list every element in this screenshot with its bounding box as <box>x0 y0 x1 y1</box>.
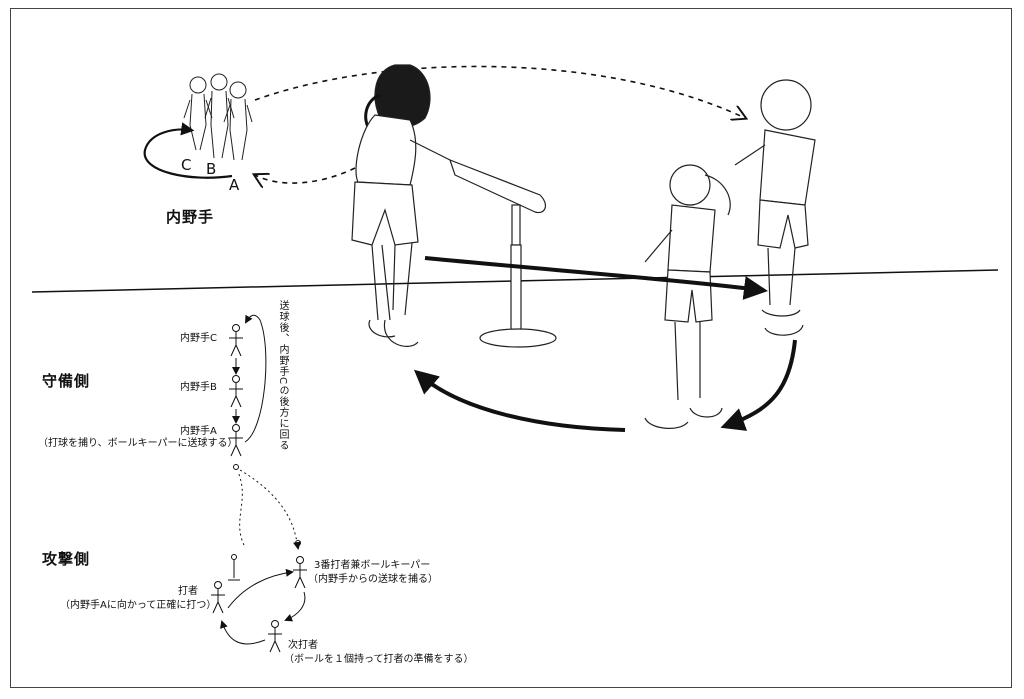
stick-figures <box>211 324 307 653</box>
defense-heading: 守備側 <box>42 372 91 390</box>
batting-tee <box>479 204 557 348</box>
ball-icon <box>233 464 239 470</box>
hit-dashed-arrow <box>255 167 356 183</box>
letter-a: A <box>229 176 240 194</box>
next-batter-note: （ボールを１個持って打者の準備をする） <box>284 654 474 665</box>
stick-infielder-a <box>229 424 243 457</box>
infielder-group-figures <box>183 73 253 161</box>
letter-b: B <box>206 160 217 178</box>
rotation-arrow-1 <box>424 256 768 300</box>
stick-next-batter <box>268 620 282 653</box>
rotation-note-vertical: 送球後、内野手Cの後方に回る <box>277 300 288 451</box>
bat-shape <box>449 158 547 214</box>
rotation-arrow-2 <box>720 339 797 431</box>
stick-infielder-c <box>229 324 243 357</box>
stick-batter <box>211 581 225 614</box>
infielder-b-label: 内野手B <box>180 382 217 393</box>
infielder-group-label: 内野手 <box>166 208 215 226</box>
stick-tee <box>228 560 240 581</box>
lower-arrows <box>220 314 306 645</box>
letter-c: C <box>181 156 192 174</box>
figure-frame <box>10 8 1012 688</box>
ball-keeper-note: （内野手からの送球を捕る） <box>308 574 438 585</box>
ball-icon-2 <box>295 540 301 546</box>
infielder-a-note: （打球を捕り、ボールキーパーに送球する） <box>38 438 238 449</box>
infielder-a-label: 内野手A <box>180 426 217 437</box>
rotation-arrow-3 <box>413 369 626 432</box>
batter-note: （内野手Aに向かって正確に打つ） <box>60 600 217 611</box>
ballkeeper-figure <box>734 79 816 336</box>
ball-keeper-label: 3番打者兼ボールキーパー <box>314 560 431 571</box>
next-batter-figure <box>644 164 731 429</box>
next-batter-label: 次打者 <box>288 640 318 651</box>
batter-label: 打者 <box>178 586 198 597</box>
rotation-loop-arrow <box>143 122 233 179</box>
throw-dashed-arrow <box>254 65 745 118</box>
offense-heading: 攻撃側 <box>42 550 91 568</box>
stick-infielder-b <box>229 375 243 408</box>
infielder-c-label: 内野手C <box>180 333 217 344</box>
stick-ball-keeper <box>293 556 307 589</box>
batter-figure <box>351 64 459 347</box>
